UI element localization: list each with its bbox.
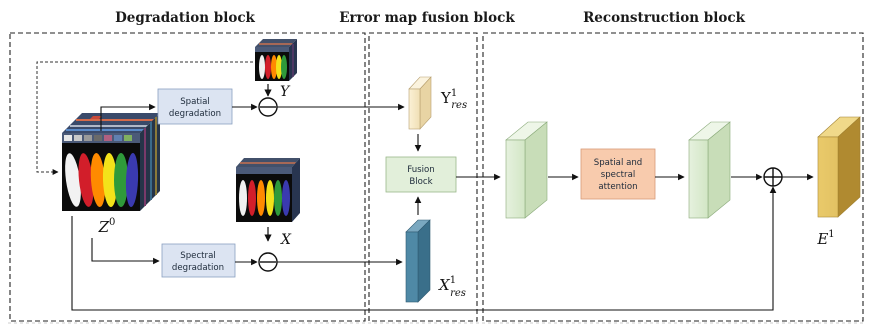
attention-label-2: spectral: [601, 170, 636, 180]
degradation-block-title: Degradation block: [115, 10, 255, 26]
z0-label: Z0: [98, 217, 116, 236]
xres-cube: [405, 219, 431, 303]
feature-cube-2: [688, 121, 731, 219]
reconstruction-block-title: Reconstruction block: [583, 10, 746, 26]
spatial-degradation-label-2: degradation: [169, 109, 221, 119]
skip-connection-arrow: [71, 186, 777, 311]
y-label: Y: [280, 84, 291, 100]
x-cube: [236, 158, 300, 222]
dashed-feedback-arrow: [36, 61, 253, 175]
spectral-degradation-label-1: Spectral: [180, 251, 215, 261]
feature-cube-1: [505, 121, 548, 219]
fusion-block-title: Error map fusion block: [339, 10, 515, 26]
y-cube: [255, 39, 297, 81]
spatial-degradation-label-1: Spatial: [180, 97, 210, 107]
spectral-degradation-box: [161, 243, 236, 278]
z0-to-spatial-arrow: [100, 103, 156, 131]
subtract-y-icon: [258, 97, 278, 117]
yres-cube: [408, 76, 432, 130]
add-icon: [763, 167, 783, 187]
attention-label-3: attention: [598, 182, 637, 192]
fusion-block-label-2: Block: [409, 177, 432, 187]
attention-label-1: Spatial and: [594, 158, 643, 168]
spectral-degradation-label-2: degradation: [172, 263, 224, 273]
attention-box: [580, 148, 656, 200]
x-label: X: [280, 232, 292, 248]
fusion-block-box: [385, 156, 457, 193]
z0-to-spectral-arrow: [91, 238, 160, 265]
e1-label: E1: [816, 229, 834, 248]
subtract-x-icon: [258, 252, 278, 272]
spatial-degradation-box: [157, 88, 233, 125]
degradation-border: [9, 32, 366, 322]
fusion-block-label-1: Fusion: [407, 165, 435, 175]
e1-cube: [817, 116, 861, 218]
z0-cube: [62, 113, 160, 211]
